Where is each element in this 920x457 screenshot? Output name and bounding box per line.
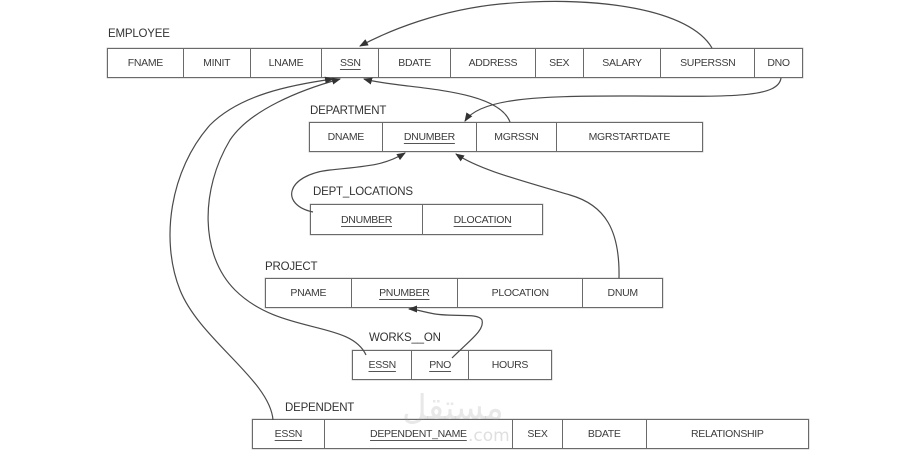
relation-title-project: PROJECT xyxy=(265,261,318,273)
attr-dependent-sex: SEX xyxy=(513,420,563,448)
attr-employee-ssn: SSN xyxy=(322,49,380,77)
attr-employee-superssn: SUPERSSN xyxy=(661,49,756,77)
watermark-logo: مستقل xyxy=(402,388,504,428)
fk-arrow-dno-to-dnumber xyxy=(464,77,782,122)
attr-dependent-essn: ESSN xyxy=(253,420,325,448)
attr-dependent-bdate: BDATE xyxy=(563,420,647,448)
relation-title-dependent: DEPENDENT xyxy=(285,402,355,414)
attr-dept-locations-dnumber: DNUMBER xyxy=(311,205,424,234)
relation-dependent: ESSN DEPENDENT_NAME SEX BDATE RELATIONSH… xyxy=(252,419,809,449)
relation-title-employee: EMPLOYEE xyxy=(108,28,170,40)
attr-employee-address: ADDRESS xyxy=(451,49,536,77)
attr-employee-bdate: BDATE xyxy=(379,49,452,77)
attr-department-mgrssn: MGRSSN xyxy=(477,123,557,151)
attr-works-on-essn: ESSN xyxy=(353,351,413,379)
fk-arrow-superssn-to-ssn xyxy=(359,0,713,49)
attr-project-pnumber: PNUMBER xyxy=(352,279,459,307)
attr-works-on-hours: HOURS xyxy=(491,359,529,371)
relation-title-department: DEPARTMENT xyxy=(310,105,387,117)
relation-department: DNAME DNUMBER MGRSSN MGRSTARTDATE xyxy=(309,122,703,152)
attr-works-on-pno: PNO xyxy=(412,351,469,379)
attr-employee-lname: LNAME xyxy=(251,49,323,77)
attr-employee-minit: MINIT xyxy=(184,49,251,77)
attr-project-dnum: DNUM xyxy=(607,287,639,299)
attr-project-plocation: PLOCATION xyxy=(458,279,584,307)
attr-department-dname: DNAME xyxy=(310,123,383,151)
attr-employee-sex: SEX xyxy=(536,49,584,77)
attr-dept-locations-dlocation: DLOCATION xyxy=(453,213,512,226)
attr-employee-salary: SALARY xyxy=(584,49,662,77)
attr-dependent-dependent-name: DEPENDENT_NAME xyxy=(325,420,514,448)
attr-department-mgrstartdate: MGRSTARTDATE xyxy=(588,131,671,143)
relation-title-dept-locations: DEPT_LOCATIONS xyxy=(313,186,413,198)
watermark-domain: .com xyxy=(468,426,510,446)
attr-dependent-relationship: RELATIONSHIP xyxy=(690,428,764,440)
attr-department-dnumber: DNUMBER xyxy=(383,123,478,151)
relation-title-works-on: WORKS__ON xyxy=(369,332,441,344)
relation-employee: FNAME MINIT LNAME SSN BDATE ADDRESS SEX … xyxy=(107,48,803,78)
attr-employee-fname: FNAME xyxy=(108,49,184,77)
relation-dept-locations: DNUMBER DLOCATION xyxy=(310,204,543,235)
relation-project: PNAME PNUMBER PLOCATION DNUM xyxy=(265,278,663,308)
attr-employee-dno: DNO xyxy=(767,57,790,69)
relation-works-on: ESSN PNO HOURS xyxy=(352,350,552,380)
attr-project-pname: PNAME xyxy=(266,279,352,307)
